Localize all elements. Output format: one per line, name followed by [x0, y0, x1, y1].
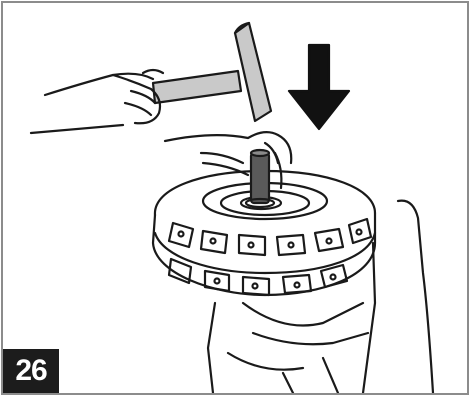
shaft-icon: [246, 150, 274, 207]
hammer-icon: [153, 23, 271, 121]
instruction-illustration: [3, 3, 467, 393]
machine-icon: [208, 201, 433, 393]
down-arrow-icon: [289, 45, 349, 129]
hand-icon: [165, 132, 291, 188]
step-number-badge: 26: [3, 349, 59, 393]
hand-hammer-icon: [31, 70, 163, 133]
